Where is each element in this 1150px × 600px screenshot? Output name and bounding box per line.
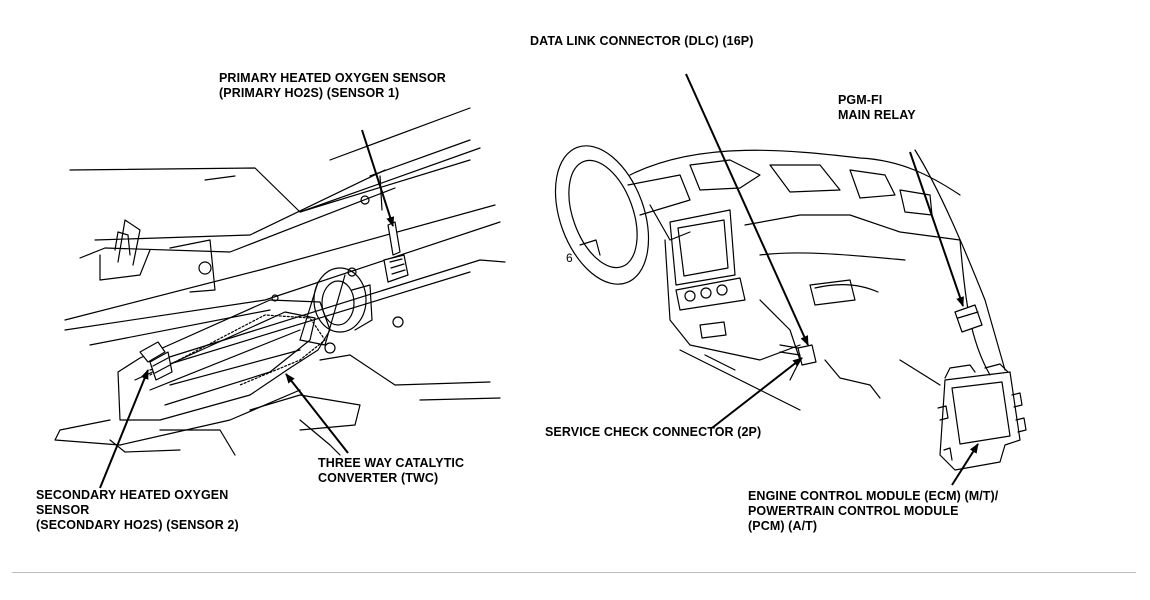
leader-dlc <box>685 73 809 346</box>
leader-service-check <box>711 357 803 429</box>
leader-primary-ho2s <box>361 129 395 227</box>
svg-text:6: 6 <box>566 251 573 265</box>
bottom-divider <box>12 572 1136 573</box>
dashboard-drawing: 6 <box>554 145 1027 471</box>
exhaust-underbody-drawing <box>54 107 506 456</box>
leader-twc <box>285 373 349 454</box>
leader-main-relay <box>909 151 964 307</box>
label-primary-heated-oxygen-sensor: PRIMARY HEATED OXYGEN SENSOR (PRIMARY HO… <box>219 71 446 100</box>
label-engine-powertrain-control-module: ENGINE CONTROL MODULE (ECM) (M/T)/ POWER… <box>748 489 999 533</box>
leader-arrows <box>99 73 979 489</box>
leader-secondary-ho2s <box>99 369 149 489</box>
label-secondary-heated-oxygen-sensor: SECONDARY HEATED OXYGEN SENSOR (SECONDAR… <box>36 488 239 532</box>
label-service-check-connector: SERVICE CHECK CONNECTOR (2P) <box>545 425 762 439</box>
label-pgm-fi-main-relay: PGM-FI MAIN RELAY <box>838 93 916 122</box>
leader-ecm <box>951 443 979 486</box>
label-data-link-connector: DATA LINK CONNECTOR (DLC) (16P) <box>530 34 754 48</box>
label-three-way-catalytic-converter: THREE WAY CATALYTIC CONVERTER (TWC) <box>318 456 465 485</box>
